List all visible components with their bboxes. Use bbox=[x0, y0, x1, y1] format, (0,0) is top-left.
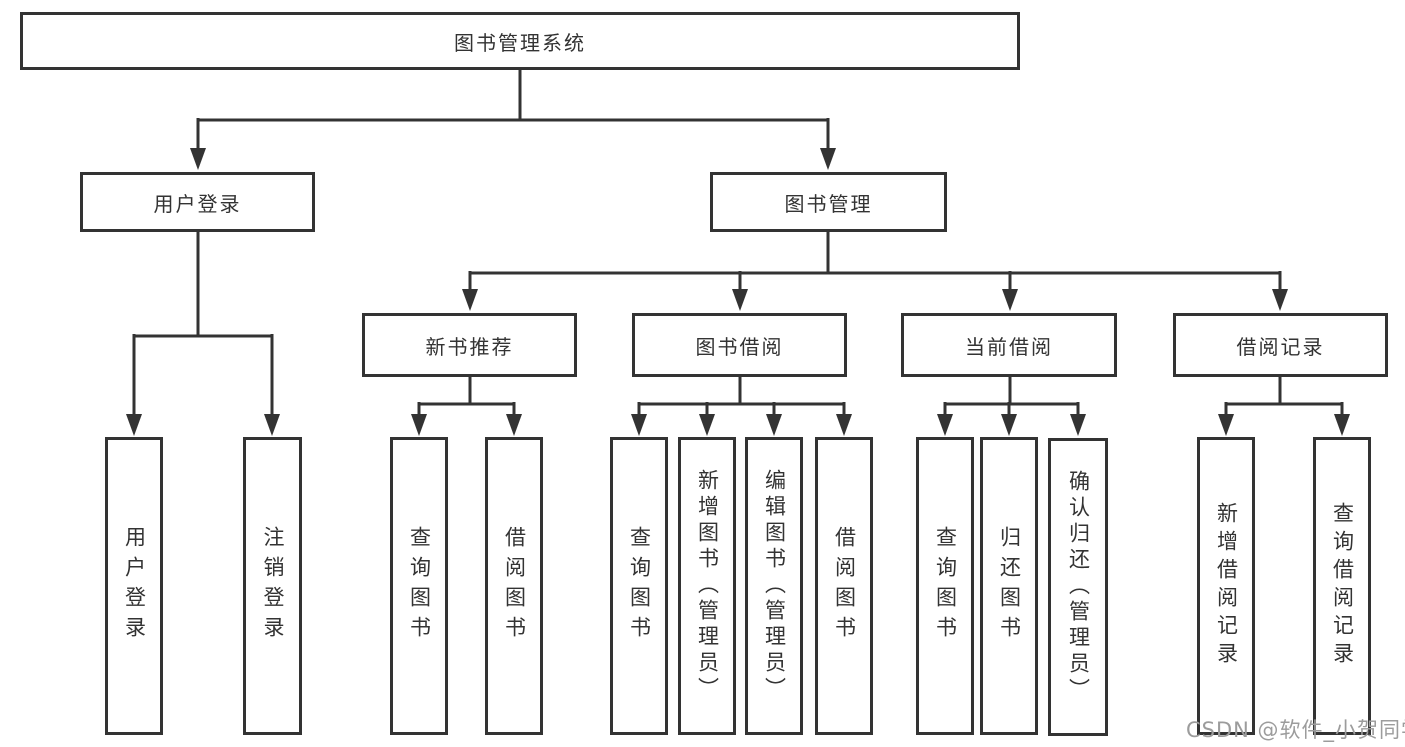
node-new-book-recommend: 新书推荐 bbox=[362, 313, 577, 377]
node-current-borrowing-label: 当前借阅 bbox=[965, 334, 1053, 359]
node-book-borrowing: 图书借阅 bbox=[632, 313, 847, 377]
leaf-add-borrow-record: 新增借阅记录 bbox=[1197, 437, 1255, 735]
leaf-query-books-borrowing-label: 查询图书 bbox=[627, 526, 652, 646]
leaf-query-borrow-record: 查询借阅记录 bbox=[1313, 437, 1371, 735]
leaf-user-login: 用户登录 bbox=[105, 437, 163, 735]
csdn-watermark: CSDN @软件_小贺同学 bbox=[1186, 718, 1405, 742]
node-book-management-label: 图书管理 bbox=[784, 191, 873, 216]
leaf-logout-label: 注销登录 bbox=[261, 526, 285, 646]
leaf-return-books: 归还图书 bbox=[980, 437, 1038, 735]
leaf-edit-books-admin-label: 编辑图书（管理员） bbox=[762, 469, 787, 703]
leaf-add-books-admin-label: 新增图书（管理员） bbox=[695, 469, 720, 703]
leaf-return-books-label: 归还图书 bbox=[997, 526, 1022, 646]
leaf-add-borrow-record-label: 新增借阅记录 bbox=[1214, 502, 1239, 670]
leaf-add-books-admin: 新增图书（管理员） bbox=[678, 437, 736, 735]
leaf-logout: 注销登录 bbox=[243, 437, 302, 735]
leaf-borrow-books-recommend: 借阅图书 bbox=[485, 437, 543, 735]
leaf-query-borrow-record-label: 查询借阅记录 bbox=[1330, 502, 1355, 670]
leaf-confirm-return-admin: 确认归还（管理员） bbox=[1048, 438, 1108, 736]
leaf-edit-books-admin: 编辑图书（管理员） bbox=[745, 437, 803, 735]
node-book-management: 图书管理 bbox=[710, 172, 947, 232]
leaf-query-books-current-label: 查询图书 bbox=[933, 526, 958, 646]
leaf-query-books-current: 查询图书 bbox=[916, 437, 974, 735]
arrowheads bbox=[126, 148, 1350, 436]
leaf-query-books-recommend-label: 查询图书 bbox=[407, 526, 432, 646]
node-borrowing-records: 借阅记录 bbox=[1173, 313, 1388, 377]
node-root-label: 图书管理系统 bbox=[454, 30, 586, 55]
leaf-query-books-recommend: 查询图书 bbox=[390, 437, 448, 735]
node-new-book-recommend-label: 新书推荐 bbox=[425, 334, 514, 359]
leaf-borrow-books-recommend-label: 借阅图书 bbox=[502, 526, 527, 646]
leaf-confirm-return-admin-label: 确认归还（管理员） bbox=[1066, 470, 1091, 704]
node-book-borrowing-label: 图书借阅 bbox=[695, 334, 784, 359]
leaf-borrow-books-label: 借阅图书 bbox=[832, 526, 857, 646]
node-borrowing-records-label: 借阅记录 bbox=[1236, 334, 1325, 359]
node-current-borrowing: 当前借阅 bbox=[901, 313, 1117, 377]
leaf-query-books-borrowing: 查询图书 bbox=[610, 437, 668, 735]
node-user-login-label: 用户登录 bbox=[153, 191, 242, 216]
node-root-library-system: 图书管理系统 bbox=[20, 12, 1020, 70]
leaf-borrow-books: 借阅图书 bbox=[815, 437, 873, 735]
leaf-user-login-label: 用户登录 bbox=[122, 526, 147, 646]
node-user-login: 用户登录 bbox=[80, 172, 315, 232]
